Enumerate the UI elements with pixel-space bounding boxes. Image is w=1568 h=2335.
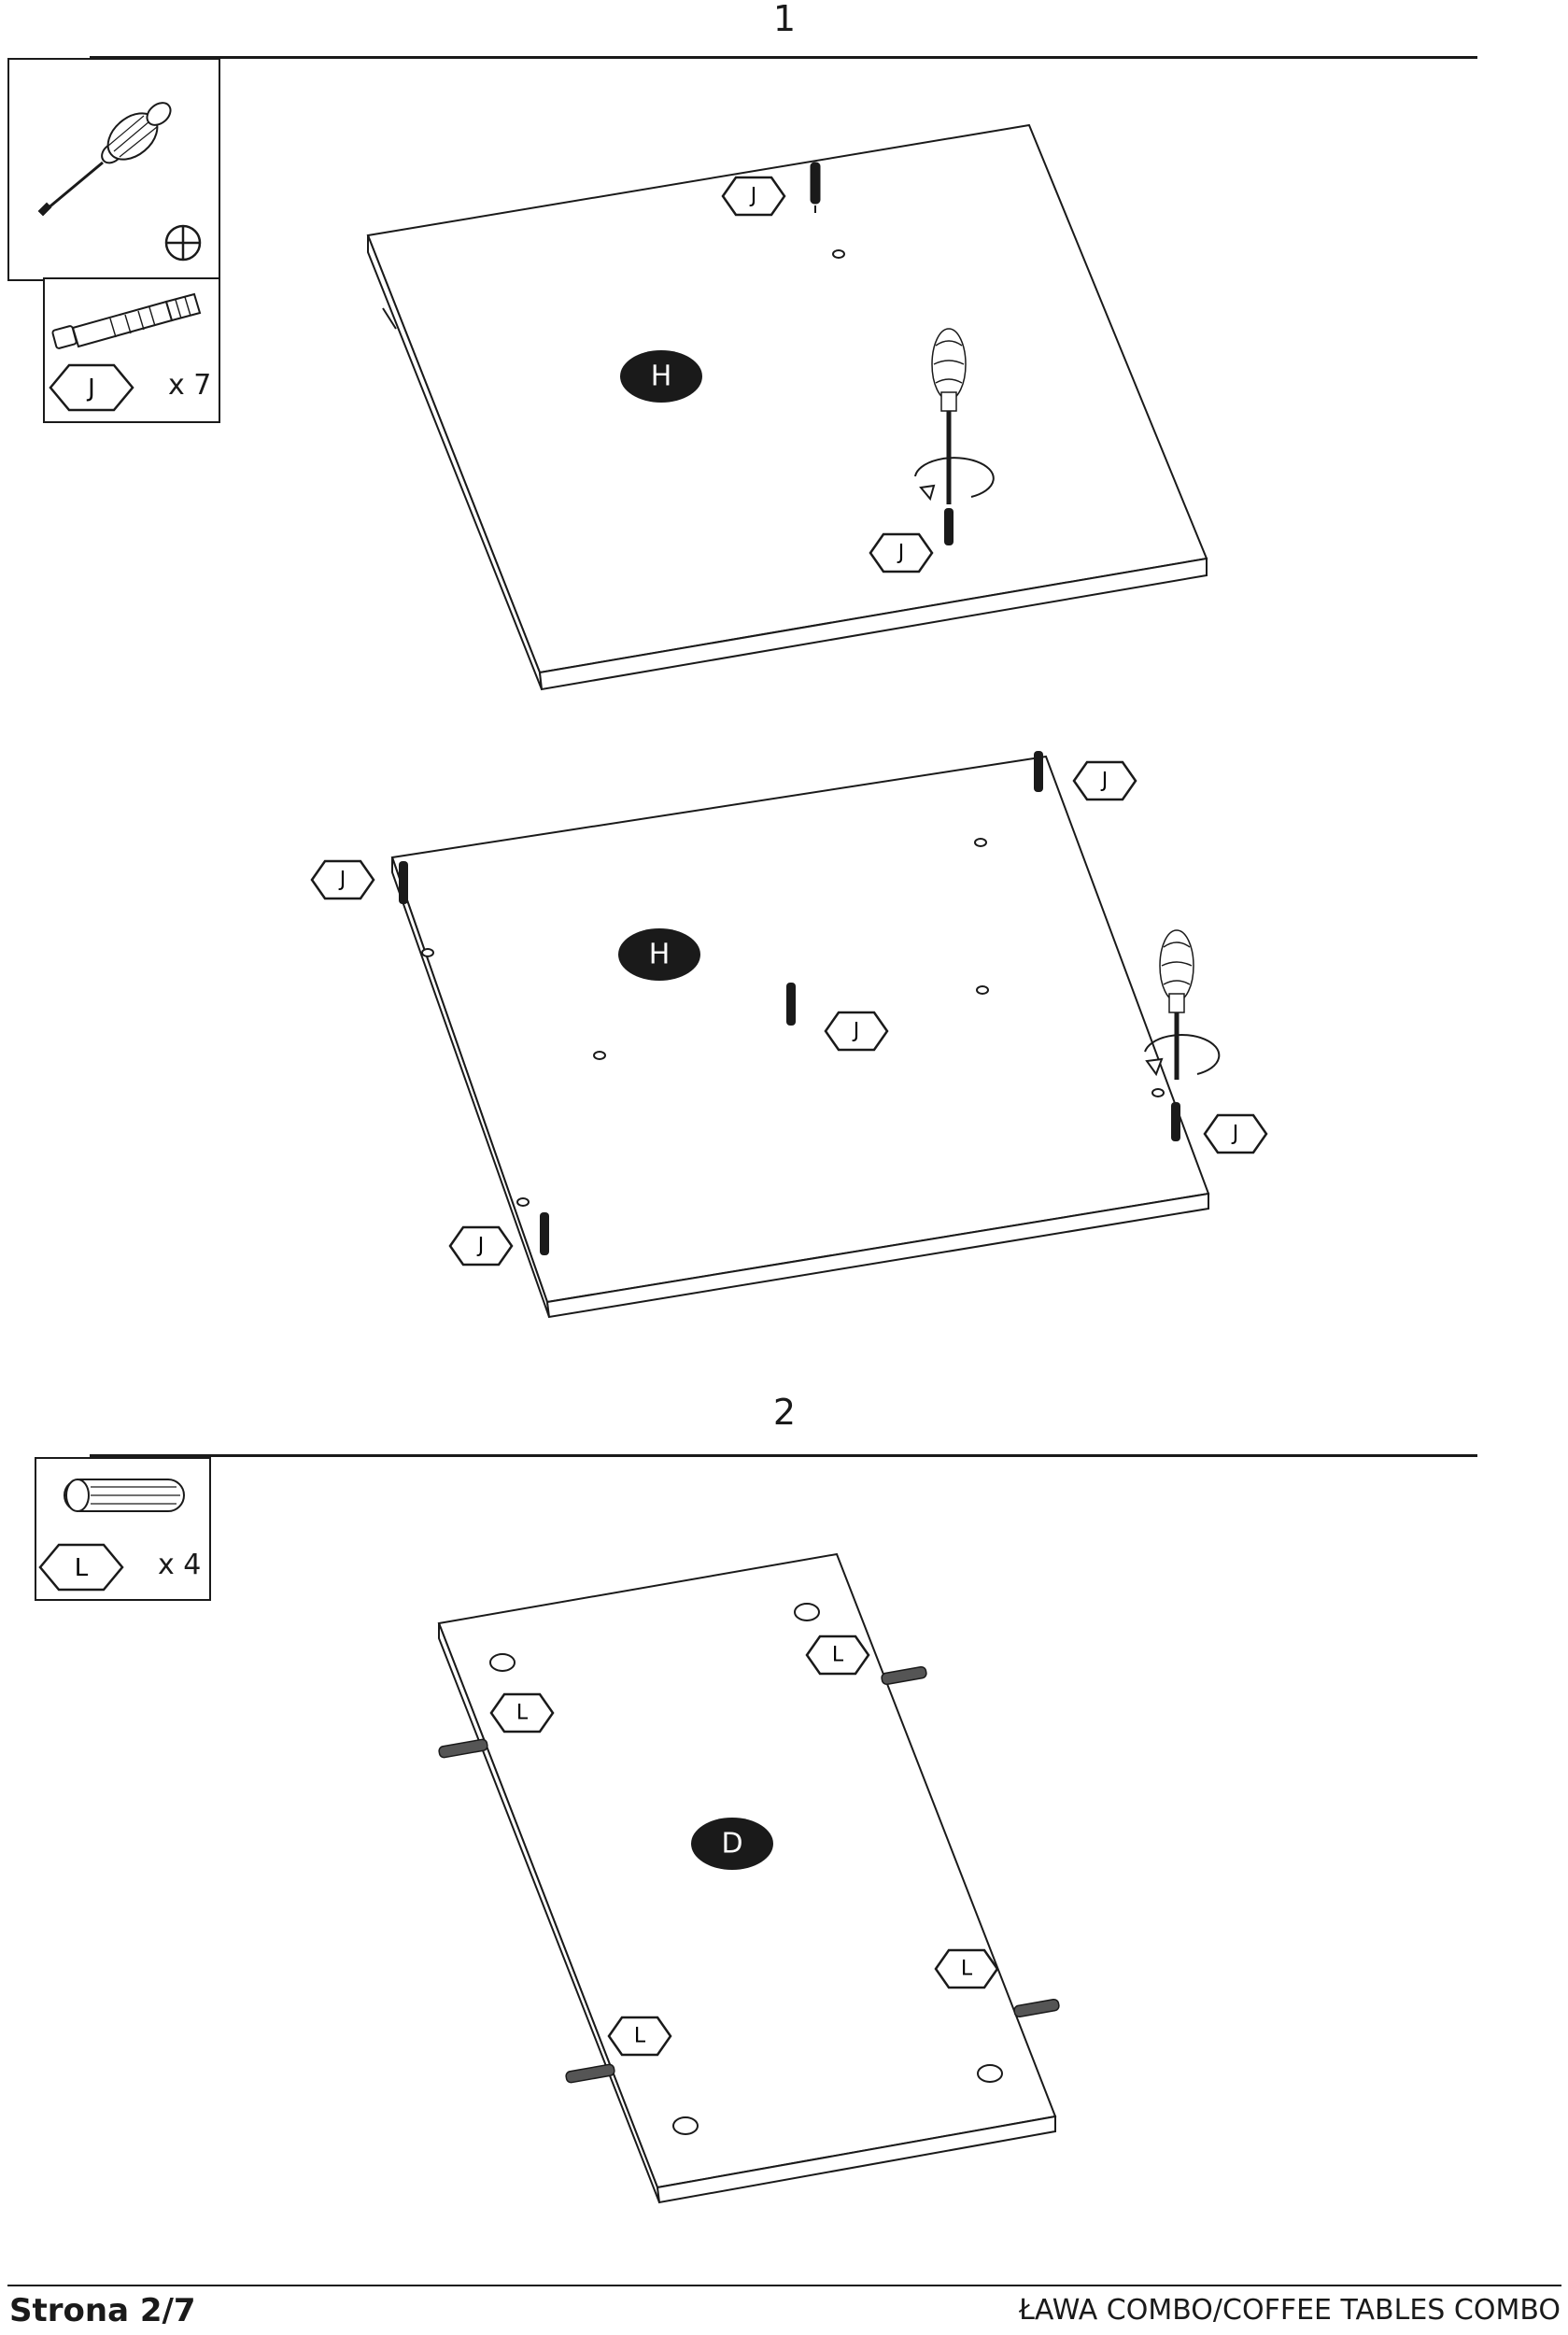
wooden-dowel — [438, 1738, 488, 1759]
part-quantity: x 7 — [168, 369, 212, 402]
page-number: Strona 2/7 — [9, 2292, 196, 2329]
cam-bolt — [399, 861, 408, 904]
document-title: ŁAWA COMBO/COFFEE TABLES COMBO — [1018, 2294, 1561, 2327]
step-number: 1 — [772, 0, 797, 39]
tool-box — [7, 58, 220, 281]
part-label: J — [749, 185, 757, 208]
screwdriver-icon — [914, 328, 995, 504]
part-label: J — [897, 542, 905, 565]
phillips-screwdriver-icon — [37, 102, 202, 262]
part-label: L — [516, 1702, 529, 1725]
screwdriver-icon — [1144, 929, 1221, 1080]
svg-text:H: H — [651, 361, 672, 393]
cam-bolt — [1034, 751, 1043, 792]
part-label: J — [338, 869, 346, 892]
step-divider — [90, 56, 1477, 59]
wooden-dowel-icon — [64, 1479, 185, 1512]
hex-tag: L — [38, 1543, 124, 1592]
svg-text:D: D — [721, 1828, 742, 1861]
hex-tag: J — [49, 363, 134, 412]
part-label: L — [832, 1644, 844, 1667]
part-quantity: x 4 — [158, 1549, 202, 1581]
cam-bolt — [810, 162, 821, 213]
part-label: L — [75, 1554, 89, 1582]
assembly-figure-2: L L L L D — [437, 1552, 1060, 2204]
part-label: J — [476, 1235, 485, 1258]
part-label: J — [1231, 1123, 1239, 1146]
part-box-l: L x 4 — [35, 1457, 211, 1601]
cam-bolt — [540, 1212, 549, 1255]
part-label: J — [852, 1020, 860, 1043]
cam-bolt — [944, 508, 954, 545]
cam-bolt — [1171, 1102, 1180, 1141]
assembly-figure-1a: J H J — [366, 123, 1208, 691]
part-label: L — [634, 2025, 646, 2048]
wooden-dowel — [881, 1665, 927, 1686]
panel-label: D — [691, 1818, 773, 1870]
phillips-head-icon — [164, 224, 202, 262]
wooden-dowel — [565, 2063, 615, 2084]
svg-text:H: H — [649, 939, 671, 971]
part-label: L — [961, 1958, 973, 1981]
panel-label: H — [618, 928, 700, 981]
panel-label: H — [620, 350, 702, 403]
part-label: J — [86, 375, 95, 403]
step-divider — [90, 1454, 1477, 1457]
cam-bolt — [786, 983, 796, 1026]
part-box-j: J x 7 — [43, 277, 220, 423]
cam-bolt-icon — [51, 292, 202, 349]
part-label: J — [1100, 770, 1109, 793]
footer-divider — [7, 2285, 1561, 2286]
assembly-figure-1b: J J J J J H — [310, 751, 1268, 1319]
wooden-dowel — [1013, 1998, 1060, 2018]
step-number: 2 — [772, 1392, 797, 1433]
